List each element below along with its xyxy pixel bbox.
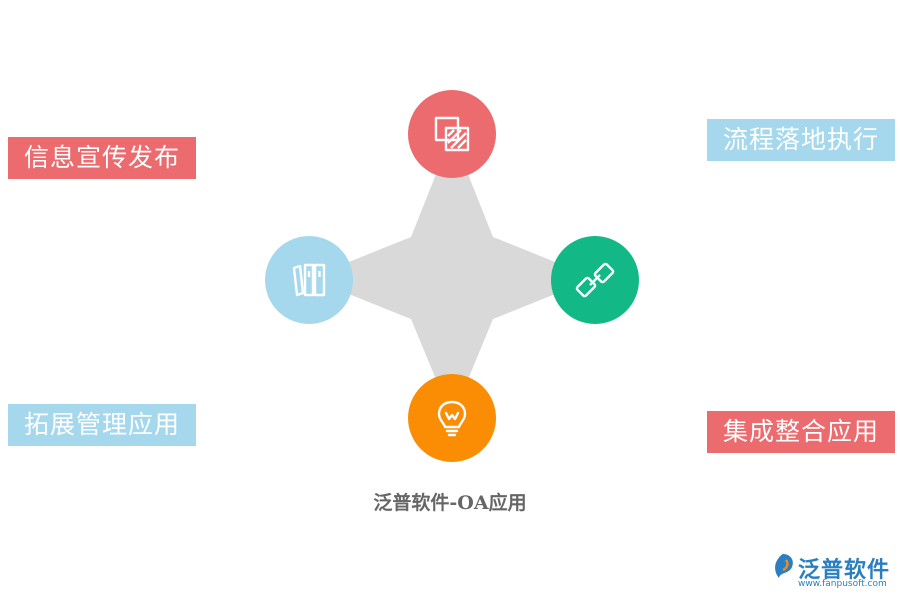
label-top-right: 流程落地执行 (707, 119, 895, 161)
node-top (408, 90, 496, 178)
diagram-caption: 泛普软件-OA应用 (373, 492, 527, 514)
node-right (551, 236, 639, 324)
books-icon (292, 263, 326, 297)
layers-icon (434, 116, 470, 152)
node-left (265, 236, 353, 324)
label-bottom-left: 拓展管理应用 (8, 404, 196, 446)
node-bottom (408, 374, 496, 462)
logo-icon (775, 554, 793, 578)
label-bottom-right: 集成整合应用 (707, 411, 895, 453)
logo-name: 泛普软件 (798, 558, 891, 583)
lightbulb-icon (437, 400, 467, 437)
label-top-left: 信息宣传发布 (8, 137, 196, 179)
brand-logo[interactable]: 泛普软件 www.fanpusoft.com (770, 552, 895, 592)
logo-url: www.fanpusoft.com (798, 579, 887, 589)
link-icon (575, 262, 615, 298)
